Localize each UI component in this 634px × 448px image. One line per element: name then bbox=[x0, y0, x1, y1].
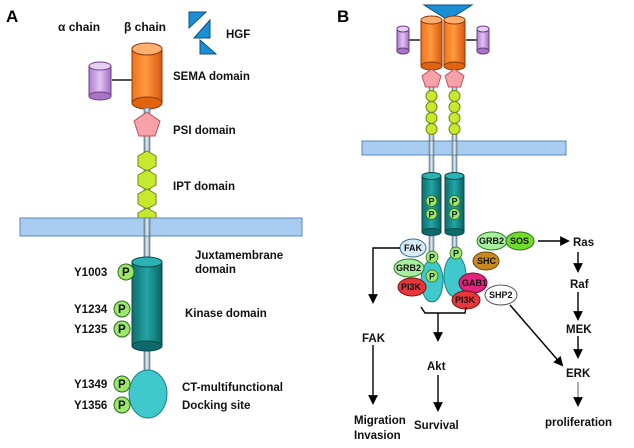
ct-label-1: CT-multifunctional bbox=[182, 382, 283, 394]
panel-b-letter: B bbox=[337, 7, 349, 26]
beta-chain-label: β chain bbox=[124, 20, 166, 34]
ipt-domain-label: IPT domain bbox=[173, 181, 235, 193]
sos-adaptor: SOS bbox=[505, 231, 535, 251]
psi-domain-dimer bbox=[421, 68, 465, 88]
svg-text:P: P bbox=[452, 197, 458, 207]
svg-text:P: P bbox=[118, 400, 126, 412]
pathway-arrows bbox=[368, 236, 583, 412]
svg-text:GRB2: GRB2 bbox=[396, 263, 421, 273]
ct-label-2: Docking site bbox=[182, 400, 250, 412]
kinase-domain bbox=[131, 256, 163, 352]
svg-text:Y1235: Y1235 bbox=[74, 324, 108, 336]
svg-text:SHC: SHC bbox=[477, 256, 497, 266]
svg-text:P: P bbox=[429, 197, 435, 207]
invasion-label: Invasion bbox=[354, 430, 401, 442]
shp2-adaptor: SHP2 bbox=[484, 284, 518, 306]
akt-label: Akt bbox=[427, 361, 446, 373]
svg-text:GAB1: GAB1 bbox=[462, 278, 487, 288]
pi3k-adaptor-right: PI3K bbox=[451, 290, 481, 310]
svg-text:P: P bbox=[429, 253, 435, 263]
proliferation-label: proliferation bbox=[545, 417, 612, 429]
raf-label: Raf bbox=[570, 279, 589, 291]
shc-adaptor: SHC bbox=[472, 251, 500, 271]
cell-membrane bbox=[19, 217, 303, 237]
mek-label: MEK bbox=[566, 324, 592, 336]
alpha-chain-label: α chain bbox=[58, 20, 100, 34]
sema-domain-label: SEMA domain bbox=[173, 71, 250, 83]
fak-adaptor: FAK bbox=[399, 238, 427, 258]
svg-text:P: P bbox=[453, 249, 459, 259]
hgf-ligand bbox=[188, 11, 218, 55]
phosphotyrosine-y1234: Y1234 P bbox=[74, 300, 131, 318]
svg-text:PI3K: PI3K bbox=[401, 282, 422, 292]
kinase-phosphates-b: P P P P bbox=[425, 195, 461, 220]
ipt-domain-dimer bbox=[425, 90, 461, 135]
svg-text:Y1349: Y1349 bbox=[74, 379, 107, 391]
sema-domain-dimer bbox=[420, 15, 466, 71]
juxtamembrane-label-1: Juxtamembrane bbox=[195, 250, 283, 262]
hgf-ligand-b bbox=[422, 4, 474, 21]
ipt-domain bbox=[137, 150, 157, 229]
svg-text:SHP2: SHP2 bbox=[489, 290, 513, 300]
fak-pathway-label: FAK bbox=[362, 333, 386, 345]
kinase-domain-label: Kinase domain bbox=[185, 308, 267, 320]
hgf-label: HGF bbox=[226, 29, 250, 41]
phosphotyrosine-y1349: Y1349 P bbox=[74, 375, 131, 393]
svg-text:GRB2: GRB2 bbox=[479, 236, 504, 246]
phosphotyrosine-y1356: Y1356 P bbox=[74, 396, 131, 414]
svg-text:Y1356: Y1356 bbox=[74, 400, 107, 412]
gab1-adaptor: GAB1 bbox=[458, 272, 488, 294]
svg-text:PI3K: PI3K bbox=[455, 295, 476, 305]
ras-label: Ras bbox=[573, 237, 594, 249]
alpha-chain-left-b bbox=[396, 25, 420, 55]
ct-docking-site bbox=[128, 369, 168, 419]
migration-label: Migration bbox=[354, 415, 406, 427]
survival-label: Survival bbox=[414, 420, 459, 432]
psi-domain-label: PSI domain bbox=[173, 125, 236, 137]
svg-text:P: P bbox=[118, 324, 126, 336]
phosphotyrosine-y1003: Y1003 P bbox=[74, 263, 135, 281]
phosphotyrosine-y1235: Y1235 P bbox=[74, 320, 131, 338]
svg-text:P: P bbox=[118, 379, 126, 391]
pi3k-adaptor-left: PI3K bbox=[397, 277, 427, 297]
grb2-adaptor-right: GRB2 bbox=[476, 231, 508, 251]
svg-text:P: P bbox=[122, 267, 130, 279]
svg-text:P: P bbox=[429, 210, 435, 220]
juxtamembrane-label-2: domain bbox=[195, 264, 236, 276]
svg-text:Y1234: Y1234 bbox=[74, 304, 108, 316]
svg-text:Y1003: Y1003 bbox=[74, 267, 107, 279]
grb2-adaptor-left: GRB2 bbox=[393, 258, 425, 278]
alpha-chain bbox=[88, 61, 132, 101]
svg-text:FAK: FAK bbox=[404, 243, 423, 253]
svg-text:P: P bbox=[452, 210, 458, 220]
psi-domain bbox=[133, 111, 161, 137]
panel-a-letter: A bbox=[6, 7, 18, 26]
svg-text:P: P bbox=[429, 272, 435, 282]
svg-text:SOS: SOS bbox=[510, 236, 529, 246]
sema-domain bbox=[131, 42, 163, 110]
svg-text:P: P bbox=[118, 304, 126, 316]
erk-label: ERK bbox=[566, 368, 591, 380]
cell-membrane-b bbox=[361, 140, 567, 156]
alpha-chain-right-b bbox=[466, 25, 490, 55]
